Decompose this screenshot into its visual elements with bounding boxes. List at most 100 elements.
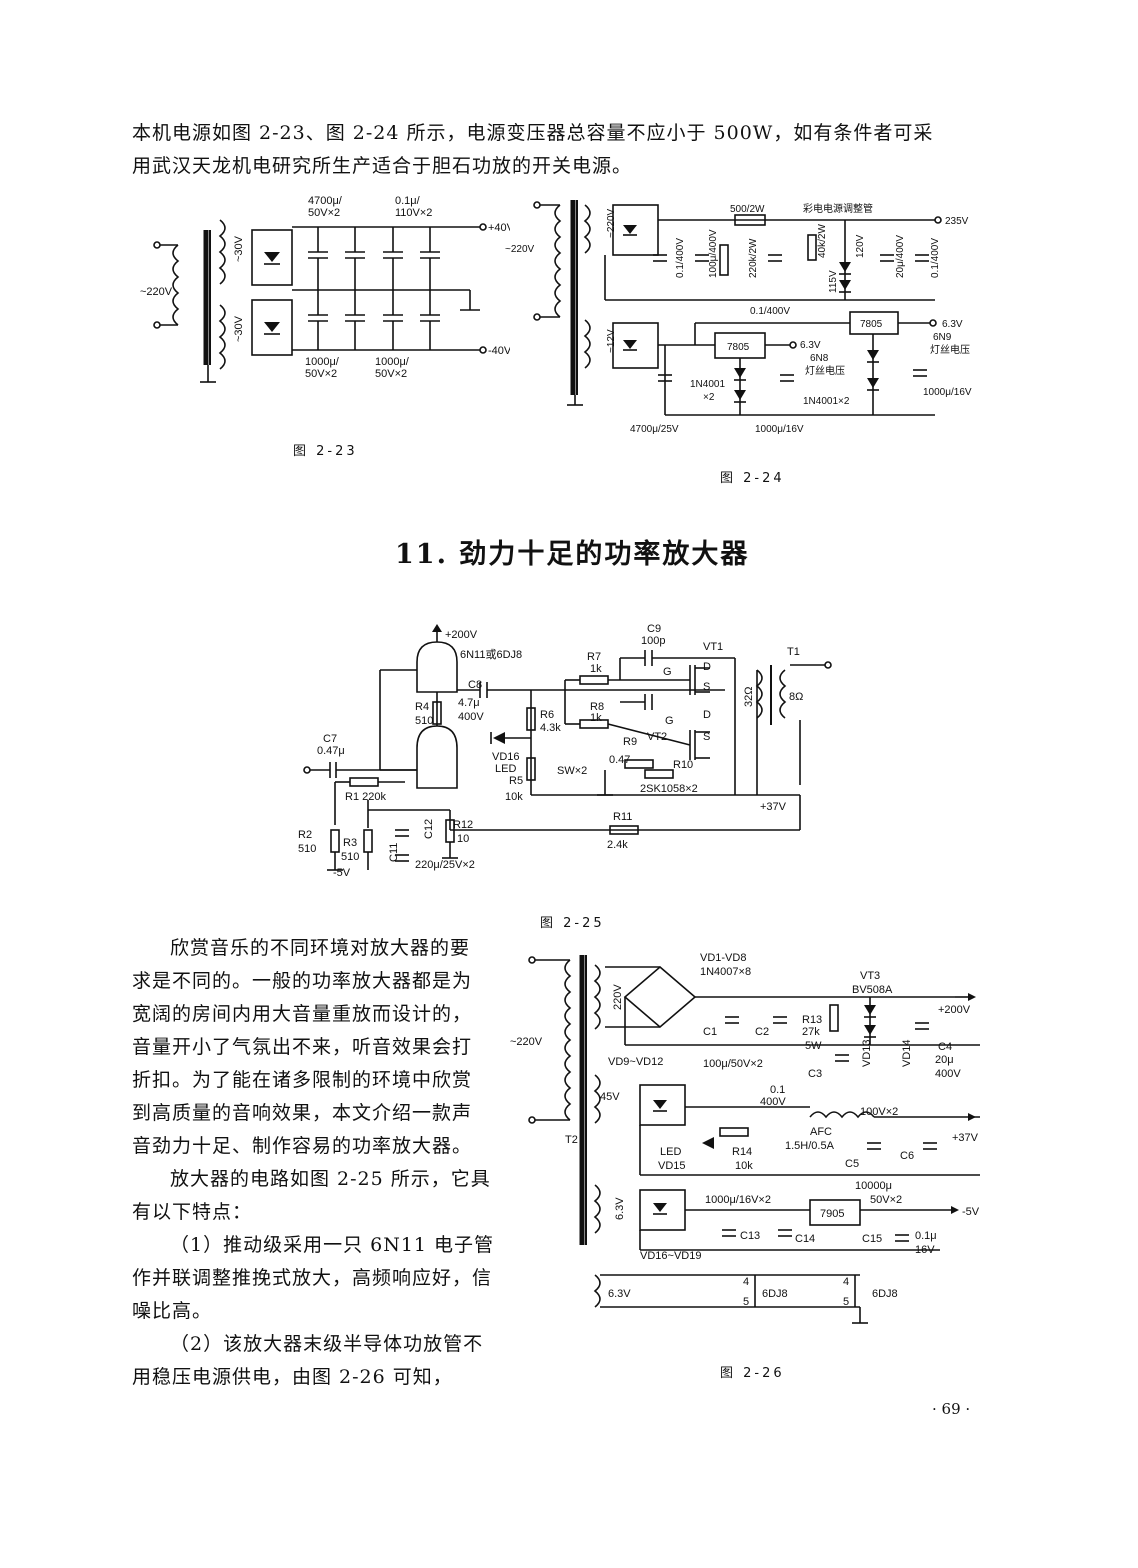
fig225-vt1: VT1	[703, 641, 723, 653]
fig224-7805-a: 7805	[860, 319, 883, 330]
fig225-r11-val: 2.4k	[607, 839, 628, 851]
fig224-1n4001-a: 1N4001	[690, 379, 725, 390]
fig225-d2: D	[703, 709, 711, 721]
fig226-vd9-12: VD9~VD12	[608, 1056, 663, 1068]
fig225-vd16: VD16	[492, 751, 520, 763]
fig226-ac220: ~220V	[510, 1036, 543, 1048]
fig224-6v3-b: 6.3V	[800, 340, 821, 351]
fig226-vd1-8: VD1-VD8	[700, 952, 746, 964]
fig225-r4-val: 510	[415, 715, 433, 727]
fig226-c14: C14	[795, 1233, 815, 1245]
fig226-pin5-b: 5	[843, 1296, 849, 1308]
fig226-220v: 220V	[612, 984, 624, 1010]
fig224-c4700: 4700μ/25V	[630, 424, 679, 435]
fig225-r12-val: 10	[457, 833, 469, 845]
fig226-r13-val: 27k	[802, 1026, 820, 1038]
fig226-c15: C15	[862, 1233, 882, 1245]
body-p3: （1）推动级采用一只 6N11 电子管作并联调整推挽式放大，高频响应好，信噪比高…	[132, 1234, 495, 1322]
fig226-6v3-b: 6.3V	[608, 1288, 631, 1300]
fig223-minus40: -40V	[488, 345, 510, 357]
section-title: 11. 劲力十足的功率放大器	[395, 539, 750, 570]
fig226-c12-val: 100μ/50V×2	[703, 1058, 763, 1070]
fig225-t1: T1	[787, 646, 800, 658]
fig225-8ohm: 8Ω	[789, 691, 803, 703]
fig226-afc: AFC	[810, 1126, 832, 1138]
fig223-cap-top-b: 0.1μ/110V×2	[395, 195, 432, 219]
fig226-pin4-b: 4	[843, 1276, 849, 1288]
fig224-1n4001-b: 1N4001×2	[803, 396, 850, 407]
fig226-c15-val: 0.1μ	[915, 1230, 937, 1242]
fig225-caption: 图 2-25	[540, 916, 605, 931]
fig226-r14: R14	[732, 1146, 752, 1158]
fig226-vd16-19: VD16~VD19	[640, 1250, 701, 1262]
fig224-120v: 120V	[855, 234, 866, 258]
fig225-tube: 6N11或6DJ8	[460, 648, 522, 661]
fig225-r7: R7	[587, 651, 601, 663]
fig226-plus37: +37V	[952, 1132, 979, 1144]
fig223-caption: 图 2-23	[293, 444, 358, 459]
fig224-caption: 图 2-24	[720, 471, 785, 486]
fig225-c9-val: 100p	[641, 635, 665, 647]
fig223-ac30-b: ~30V	[233, 315, 245, 342]
fig225-sw: SW×2	[557, 765, 587, 777]
fig223-cap-bot-a: 1000μ/50V×2	[305, 356, 340, 380]
fig226-c4-val: 20μ	[935, 1054, 954, 1066]
fig226-6v3-a: 6.3V	[614, 1197, 626, 1220]
fig225-r10: R10	[673, 759, 693, 771]
fig224-c20u: 20μ/400V	[895, 235, 906, 278]
fig225-2sk: 2SK1058×2	[640, 783, 698, 795]
fig226-c2: C2	[755, 1026, 769, 1038]
fig224-c100u: 100μ/400V	[708, 229, 719, 278]
fig224-c01-b: 0.1/400V	[750, 306, 790, 317]
fig224-c01-r: 0.1/400V	[930, 238, 941, 278]
fig225-r3: R3	[343, 837, 357, 849]
fig224-6n9: 6N9	[933, 332, 952, 343]
fig225-c8: C8	[468, 679, 482, 691]
fig225-r9-val: 0.47	[609, 754, 630, 766]
body-p4: （2）该放大器末级半导体功放管不用稳压电源供电，由图 2-26 可知，	[132, 1333, 484, 1388]
fig226-minus5: -5V	[962, 1206, 980, 1218]
fig225-r12: R12	[453, 819, 473, 831]
fig226-7905: 7905	[820, 1208, 844, 1220]
fig226-6dj8-b: 6DJ8	[872, 1288, 898, 1300]
fig225-c7: C7	[323, 733, 337, 745]
fig224-c1000-b: 1000μ/16V	[755, 424, 804, 435]
fig225-c9: C9	[647, 623, 661, 635]
intro-line-2: 用武汉天龙机电研究所生产适合于胆石功放的开关电源。	[132, 155, 633, 177]
fig225-c-val: 220μ/25V×2	[415, 859, 475, 871]
fig223-cap-bot-b: 1000μ/50V×2	[375, 356, 410, 380]
fig226-c4-v: 400V	[935, 1068, 961, 1080]
fig226-c6: C6	[900, 1150, 914, 1162]
fig226-vt3: VT3	[860, 970, 880, 982]
fig226-bv508a: BV508A	[852, 984, 893, 996]
fig226-t2: T2	[565, 1134, 578, 1146]
fig224-r500: 500/2W	[730, 204, 765, 215]
fig226-led: LED	[660, 1146, 681, 1158]
fig226-vd14: VD14	[901, 1039, 913, 1067]
figure-2-26: VD1-VD8 1N4007×8 VT3 BV508A 220V +200V ~…	[510, 952, 980, 1324]
fig224-ac220-sec: ~220V	[606, 208, 617, 238]
fig225-37v: +37V	[760, 801, 787, 813]
page-number: · 69 ·	[932, 1400, 971, 1418]
fig225-c11: C11	[388, 843, 400, 862]
fig225-c8-val2: 400V	[458, 711, 484, 723]
fig224-115v: 115V	[828, 270, 839, 293]
fig225-200v: +200V	[445, 629, 478, 641]
fig226-c56-v: 50V×2	[870, 1194, 902, 1206]
body-column: 欣赏音乐的不同环境对放大器的要求是不同的。一般的功率放大器都是为宽阔的房间内用大…	[132, 932, 507, 1394]
fig226-45v: 45V	[600, 1091, 620, 1103]
fig224-r220k: 220k/2W	[748, 238, 759, 278]
fig226-c5-val: 10000μ	[855, 1180, 892, 1192]
fig226-afc-val: 1.5H/0.5A	[785, 1140, 835, 1152]
fig226-6dj8-a: 6DJ8	[762, 1288, 788, 1300]
fig226-c4: C4	[938, 1041, 952, 1053]
fig225-d1: D	[703, 661, 711, 673]
figure-2-23: 4700μ/50V×2 0.1μ/110V×2 +40V ~220V ~30V …	[140, 195, 510, 383]
fig225-minus5: -5V	[333, 867, 351, 879]
fig225-c7-val: 0.47μ	[317, 745, 345, 757]
fig226-pin5-a: 5	[743, 1296, 749, 1308]
fig226-caption: 图 2-26	[720, 1366, 785, 1381]
figure-2-24: ~220V ~220V 500/2W 彩电电源调整管 235V 0.1/400V…	[505, 200, 972, 435]
fig226-plus200: +200V	[938, 1004, 971, 1016]
fig226-c1: C1	[703, 1026, 717, 1038]
